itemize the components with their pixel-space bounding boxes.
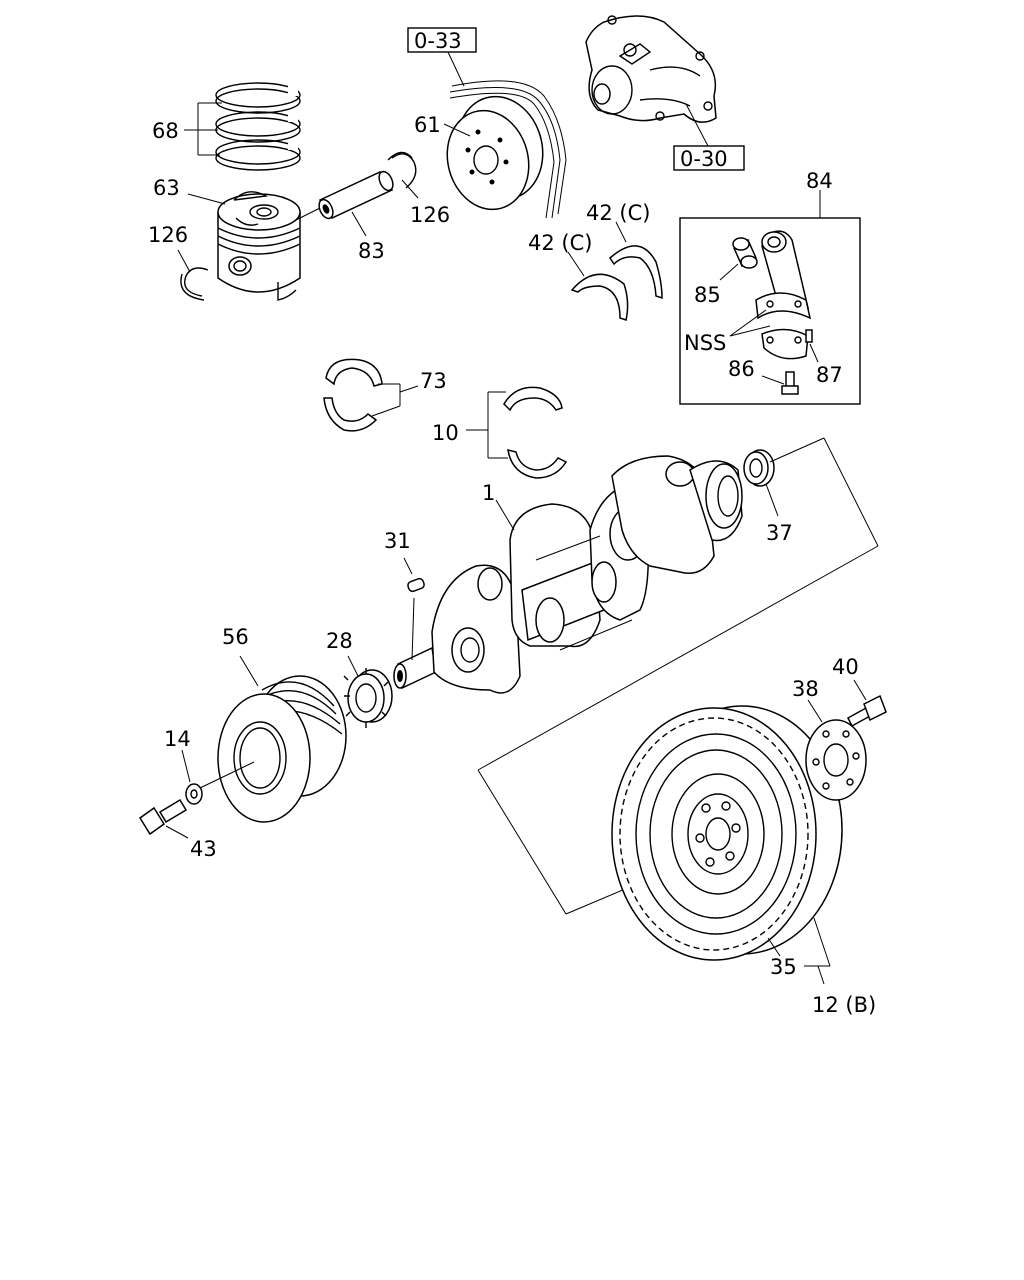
woodruff-key — [407, 577, 425, 593]
connecting-rod — [755, 230, 812, 360]
callout-1: 1 — [482, 481, 495, 505]
belt — [449, 80, 567, 219]
pulley-bolt — [138, 798, 188, 836]
flywheel-plate — [805, 719, 867, 801]
conrod-box — [679, 217, 861, 405]
callout-87: 87 — [816, 363, 843, 387]
callout-10-bracket — [466, 391, 508, 459]
main-bearing-10 — [503, 386, 568, 479]
callout-85: 85 — [694, 283, 721, 307]
callout-nss: NSS — [684, 331, 726, 355]
water-pump — [585, 15, 717, 123]
conrod-bolt — [781, 371, 799, 395]
callout-14: 14 — [164, 727, 191, 751]
callout-12b-bracket — [804, 917, 831, 985]
piston — [217, 191, 301, 301]
callout-38: 38 — [792, 677, 819, 701]
callout-68-bracket — [184, 102, 222, 156]
callout-42c-right: 42 (C) — [586, 201, 650, 225]
callout-40: 40 — [832, 655, 859, 679]
flywheel — [611, 705, 843, 961]
ref-0-30: 0-30 — [680, 147, 728, 171]
callout-68: 68 — [152, 119, 179, 143]
callout-42c-left: 42 (C) — [528, 231, 592, 255]
pilot-bearing — [743, 449, 775, 487]
crankshaft — [393, 455, 743, 694]
callout-83: 83 — [358, 239, 385, 263]
conrod-bushing — [732, 237, 758, 269]
callout-37: 37 — [766, 521, 793, 545]
callout-126-left: 126 — [148, 223, 188, 247]
callout-31: 31 — [384, 529, 411, 553]
flywheel-bolt — [847, 694, 887, 728]
piston-rings — [215, 82, 301, 171]
crank-gear — [343, 668, 393, 728]
crank-pulley — [217, 675, 347, 823]
callout-35: 35 — [770, 955, 797, 979]
piston-pin — [318, 170, 394, 220]
callout-28: 28 — [326, 629, 353, 653]
washer — [185, 783, 203, 805]
conrod-dowel — [805, 329, 813, 343]
callout-43: 43 — [190, 837, 217, 861]
callout-126-right: 126 — [410, 203, 450, 227]
callout-86: 86 — [728, 357, 755, 381]
ref-0-33: 0-33 — [414, 29, 462, 53]
snap-ring-lower — [184, 267, 209, 297]
snap-ring-upper — [391, 153, 417, 189]
callout-63: 63 — [153, 176, 180, 200]
callout-84: 84 — [806, 169, 833, 193]
callout-12b: 12 (B) — [812, 993, 876, 1017]
callout-61: 61 — [414, 113, 441, 137]
main-bearing-73 — [323, 358, 383, 432]
thrust-washer-2 — [609, 245, 663, 300]
callout-56: 56 — [222, 625, 249, 649]
thrust-washer-1 — [570, 273, 629, 321]
callout-73-bracket — [371, 383, 419, 417]
callout-10: 10 — [432, 421, 459, 445]
callout-73: 73 — [420, 369, 447, 393]
